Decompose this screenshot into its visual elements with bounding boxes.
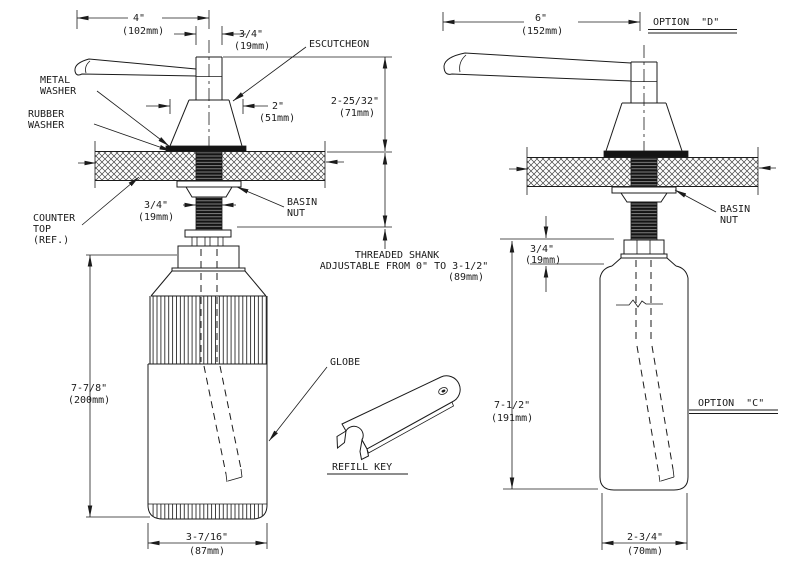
globe-bottle — [599, 260, 689, 491]
left-dimensions: 4" (102mm) 3/4" (19mm) 2" (51mm) 2-25/32… — [68, 10, 392, 557]
dim-above-counter-in: 2-25/32" — [331, 96, 379, 107]
dim-body-height-in: 7-7/8" — [71, 383, 107, 394]
basin-nut-label2: NUT — [720, 215, 738, 226]
mounting-hardware — [611, 157, 677, 267]
mounting-hardware — [176, 151, 242, 246]
key-prong — [336, 430, 347, 449]
dim-body-height-in: 7-1/2" — [494, 400, 530, 411]
shank-note3: (89mm) — [448, 272, 484, 283]
globe-bottle — [147, 249, 268, 520]
dim-spout-reach-in: 4" — [133, 13, 145, 24]
dim-escutcheon-mm: (51mm) — [259, 113, 295, 124]
dim-body-dia-in: 2-3/4" — [627, 532, 663, 543]
basin-nut-shape — [185, 186, 233, 198]
basin-nut-label: BASIN — [720, 204, 750, 215]
dim-shank-dia-in: 3/4" — [144, 200, 168, 211]
dim-escutcheon-in: 2" — [272, 101, 284, 112]
shank-note: THREADED SHANK — [355, 250, 439, 261]
dim-spout-reach-in: 6" — [535, 13, 547, 24]
right-view: 6" (152mm) 3/4" (19mm) 7-1/2" (191mm) 2-… — [442, 12, 778, 557]
key-prong — [359, 438, 370, 461]
spout — [443, 52, 632, 82]
dim-body-dia-in: 3-7/16" — [186, 532, 228, 543]
option-d-label: OPTION "D" — [653, 17, 719, 28]
rubber-washer-label: RUBBER — [28, 109, 65, 120]
dim-spout-reach-mm: (102mm) — [122, 26, 164, 37]
spout-pipe — [195, 40, 223, 157]
dim-body-dia-mm: (87mm) — [189, 546, 225, 557]
counter-top-label3: (REF.) — [33, 235, 69, 246]
threaded-shank-in-counter — [195, 151, 223, 181]
basin-nut-label2: NUT — [287, 208, 305, 219]
washer-flange — [611, 186, 677, 194]
fill-level-squiggle — [616, 299, 663, 308]
knurled-collar — [150, 296, 267, 364]
dim-body-height-mm: (191mm) — [491, 413, 533, 424]
left-view: 4" (102mm) 3/4" (19mm) 2" (51mm) 2-25/32… — [28, 10, 488, 557]
shank-note2: ADJUSTABLE FROM 0" TO 3-1/2" — [320, 261, 489, 272]
threaded-shank-in-counter — [630, 157, 658, 187]
dim-spout-reach-mm: (152mm) — [521, 26, 563, 37]
refill-key: REFILL KEY — [327, 375, 461, 475]
dim-spout-dia-in: 3/4" — [239, 29, 263, 40]
washer-stack — [603, 150, 689, 158]
dip-tube — [200, 249, 243, 483]
spout — [74, 58, 197, 77]
basin-nut-label: BASIN — [287, 197, 317, 208]
metal-washer-label: METAL — [40, 75, 70, 86]
left-callouts: METAL WASHER RUBBER WASHER ESCUTCHEON CO… — [28, 39, 489, 442]
locking-collar — [623, 239, 665, 255]
counter-top-label2: TOP — [33, 224, 51, 235]
dim-shank-exposed-mm: (19mm) — [525, 255, 561, 266]
dip-tube — [616, 260, 675, 483]
basin-nut-shape — [620, 192, 668, 203]
pump-head — [149, 245, 268, 364]
key-hole — [438, 387, 448, 395]
rubber-washer-label2: WASHER — [28, 120, 65, 131]
dim-body-height-mm: (200mm) — [68, 395, 110, 406]
dim-shank-exposed-in: 3/4" — [530, 244, 554, 255]
escutcheon-label: ESCUTCHEON — [309, 39, 369, 50]
refill-key-label: REFILL KEY — [332, 462, 392, 473]
washer-stack — [165, 145, 247, 152]
dim-body-dia-mm: (70mm) — [627, 546, 663, 557]
valve-pins — [191, 237, 224, 246]
dim-spout-dia-mm: (19mm) — [234, 41, 270, 52]
right-dimensions: 6" (152mm) 3/4" (19mm) 7-1/2" (191mm) 2-… — [442, 12, 688, 557]
right-callouts: OPTION "D" BASIN NUT OPTION "C" — [648, 17, 778, 414]
dim-shank-dia-mm: (19mm) — [138, 212, 174, 223]
option-c-label: OPTION "C" — [698, 398, 764, 409]
globe-label: GLOBE — [330, 357, 360, 368]
bottle-grip-band — [150, 504, 265, 519]
threaded-shank — [630, 201, 658, 241]
metal-washer-label2: WASHER — [40, 86, 77, 97]
escutcheon-shape — [165, 99, 247, 152]
washer-flange — [176, 180, 242, 188]
shank-flange — [184, 229, 232, 238]
threaded-shank — [195, 196, 223, 231]
escutcheon-shape — [603, 102, 689, 158]
counter-top-label: COUNTER — [33, 213, 76, 224]
dim-above-counter-mm: (71mm) — [339, 108, 375, 119]
